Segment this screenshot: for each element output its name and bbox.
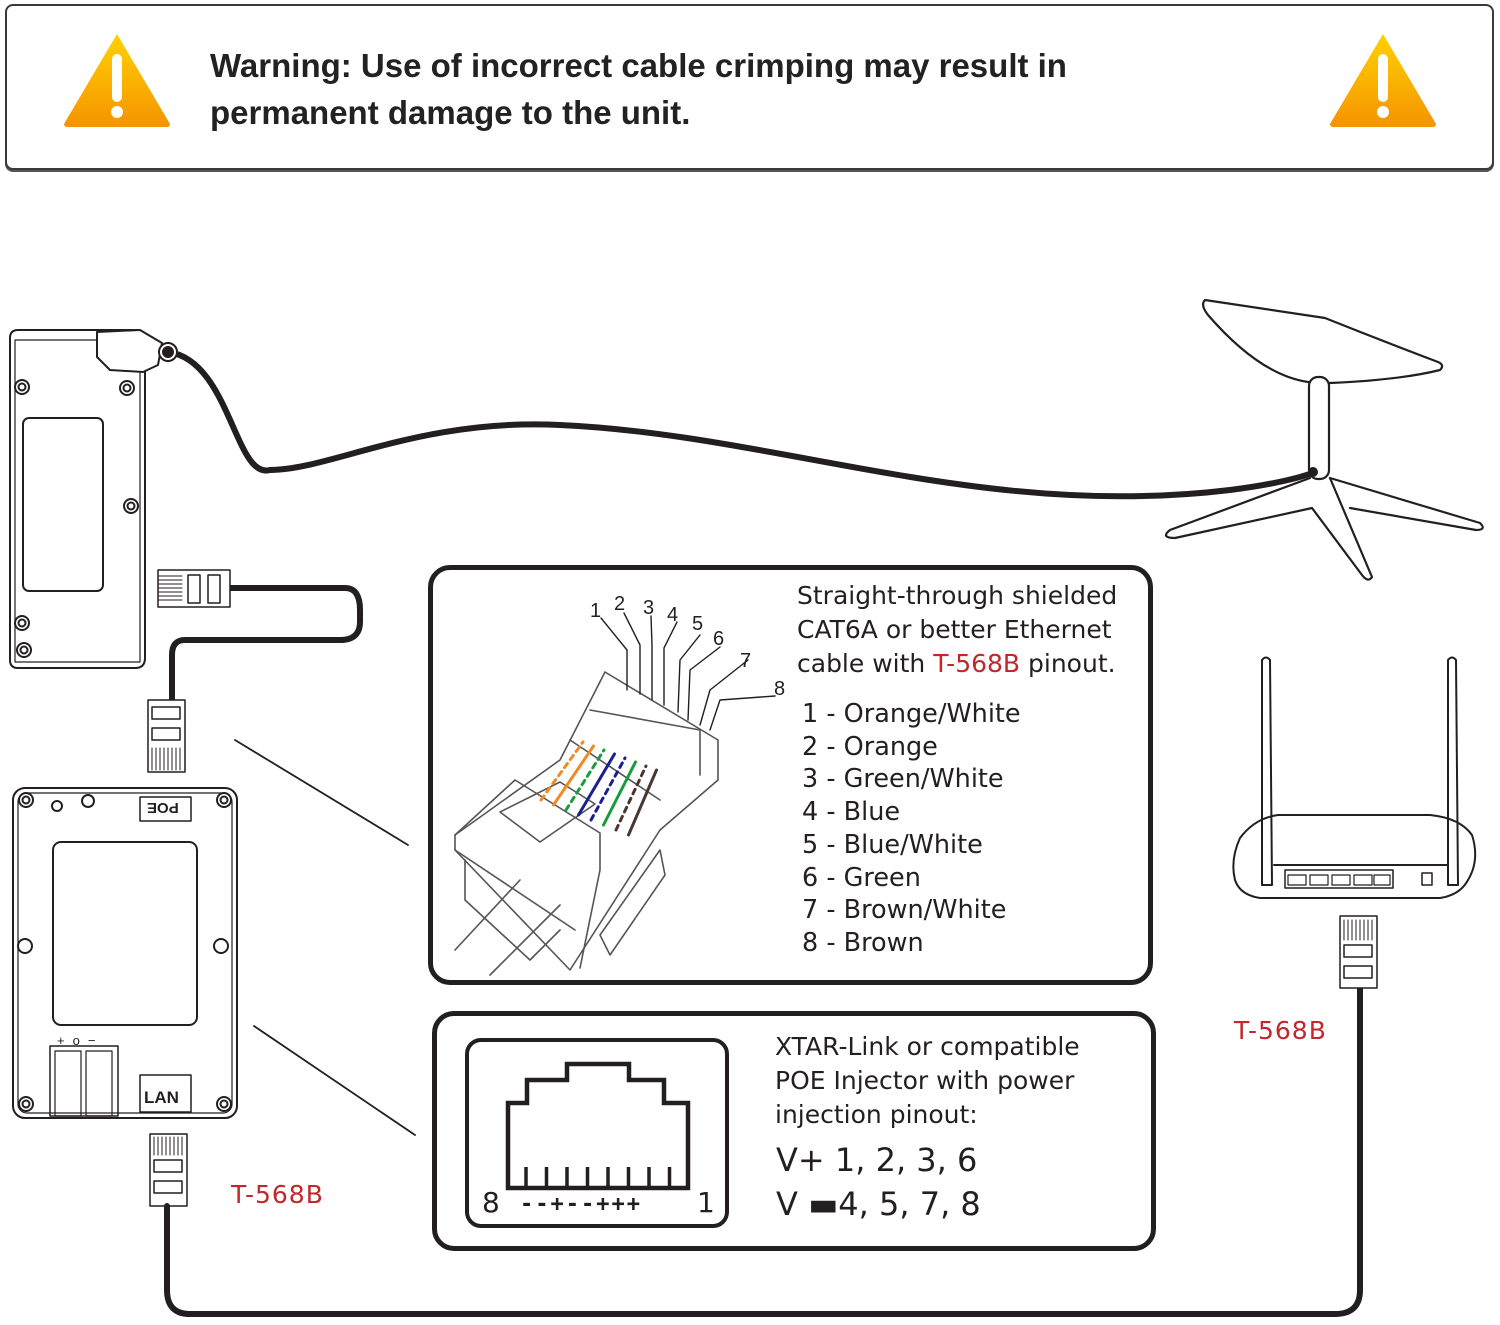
standard-label-left: T-568B xyxy=(231,1180,324,1209)
poe-vminus-pins: V ▬4, 5, 7, 8 xyxy=(776,1185,981,1223)
cable-description-line: cable with T-568B pinout. xyxy=(797,647,1142,681)
wire-pin-5 xyxy=(589,756,627,822)
standard-label-right: T-568B xyxy=(1234,1016,1327,1045)
wire-pin-2 xyxy=(552,744,595,807)
connector-pin-label: 8 xyxy=(774,678,786,700)
dish-cable xyxy=(165,349,1318,500)
connector-pin-label: 3 xyxy=(643,597,655,619)
warning-line-1: Warning: Use of incorrect cable crimping… xyxy=(210,47,1067,84)
pin-list-item: 6 - Green xyxy=(802,862,921,893)
poe-description-line: XTAR-Link or compatible xyxy=(775,1032,1080,1061)
terminal-minus: − xyxy=(87,1033,104,1048)
connector-pin-label: 4 xyxy=(667,604,679,626)
connector-pin-label: 7 xyxy=(740,650,752,672)
warning-triangle-icon xyxy=(62,32,172,128)
cable-description-line: Straight-through shielded xyxy=(797,581,1118,610)
wire-pin-6 xyxy=(602,760,637,827)
rj45-plug-vertical xyxy=(147,699,186,773)
rj45-plug-poe-lan xyxy=(149,1133,188,1207)
standard-highlight: T-568B xyxy=(933,649,1021,678)
pin-list-item: 8 - Brown xyxy=(802,927,924,958)
pin-list-item: 5 - Blue/White xyxy=(802,829,983,860)
poe-injector-pinout-panel xyxy=(432,1011,1156,1251)
jack-pin-1-label: 1 xyxy=(697,1186,715,1219)
warning-line-2: permanent damage to the unit. xyxy=(210,94,691,131)
rj45-plug-horizontal xyxy=(157,569,231,608)
lan-port-label: LAN xyxy=(144,1088,179,1107)
rj45-plug-router xyxy=(1339,915,1378,989)
terminal-plus: + xyxy=(57,1033,73,1048)
poe-description: XTAR-Link or compatible POE Injector wit… xyxy=(775,1030,1135,1132)
pin-list-item: 1 - Orange/White xyxy=(802,699,1021,729)
jack-pin-8-label: 8 xyxy=(482,1186,500,1219)
adapter-ethernet-cable xyxy=(169,585,363,703)
router-lan-ports xyxy=(1287,874,1391,886)
pin-color-list: 1 - Orange/White 2 - Orange 3 - Green/Wh… xyxy=(802,698,1021,960)
poe-description-line: POE Injector with power xyxy=(775,1066,1075,1095)
poe-router-cable xyxy=(164,985,1363,1317)
cable-pinout-panel xyxy=(428,565,1153,985)
poe-vplus-pins: V+ 1, 2, 3, 6 xyxy=(776,1141,978,1179)
warning-banner xyxy=(5,4,1494,170)
satellite-dish xyxy=(1164,298,1484,581)
cable-description-line: CAT6A or better Ethernet xyxy=(797,615,1112,644)
warning-message: Warning: Use of incorrect cable crimping… xyxy=(210,42,1210,136)
wire-pin-4 xyxy=(577,752,616,817)
warning-triangle-icon xyxy=(1328,32,1438,128)
wire-pin-1 xyxy=(539,740,585,802)
starlink-adapter xyxy=(9,329,178,669)
pin-list-item: 3 - Green/White xyxy=(802,764,1004,795)
pin-list-item: 4 - Blue xyxy=(802,797,901,828)
cable-description-text: pinout. xyxy=(1020,649,1116,678)
cable-description: Straight-through shielded CAT6A or bette… xyxy=(797,579,1142,681)
connector-pin-label: 2 xyxy=(614,593,626,615)
rj45-jack-icon xyxy=(465,1038,729,1228)
jack-polarity-signs: --+--+++ xyxy=(520,1192,642,1217)
connector-pin-label: 6 xyxy=(713,628,725,650)
dc-terminal-labels: +o− xyxy=(57,1033,103,1048)
rj45-connector-illustration xyxy=(454,671,719,976)
connector-pin-label: 5 xyxy=(692,613,704,635)
connector-blade-leaders xyxy=(600,612,776,731)
callout-line xyxy=(253,1025,416,1136)
callout-line xyxy=(234,739,409,846)
poe-description-line: injection pinout: xyxy=(775,1100,978,1129)
terminal-ground: o xyxy=(72,1033,88,1048)
wire-pin-3 xyxy=(564,748,606,812)
wire-pin-8 xyxy=(627,768,658,837)
poe-injector xyxy=(12,787,238,1119)
connector-pin-label: 1 xyxy=(590,600,602,622)
pin-list-item: 7 - Brown/White xyxy=(802,895,1007,926)
wire-pin-7 xyxy=(614,764,648,832)
wifi-router xyxy=(1232,656,1477,899)
connector-wires xyxy=(539,740,658,837)
poe-port-label: POE xyxy=(147,799,179,816)
cable-description-text: cable with xyxy=(797,649,934,678)
pin-list-item: 2 - Orange xyxy=(802,731,938,762)
